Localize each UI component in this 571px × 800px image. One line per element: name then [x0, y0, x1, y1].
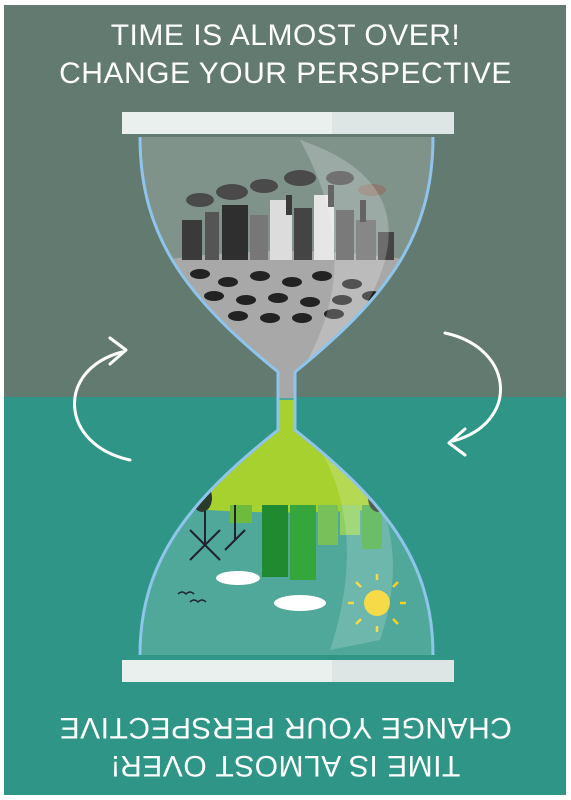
refresh-arrow-icon: [73, 336, 132, 462]
headline-top: TIME IS ALMOST OVER! CHANGE YOUR PERSPEC…: [0, 17, 571, 93]
factory-icon: [182, 185, 394, 260]
polluted-city-sand: [140, 137, 433, 398]
car-icon: [190, 269, 382, 323]
headline-top-line2: CHANGE YOUR PERSPECTIVE: [59, 57, 512, 90]
sun-icon: [348, 574, 406, 632]
refresh-arrow-icon: [443, 331, 502, 457]
windmill-icon: [189, 505, 246, 561]
hourglass-glass-outline: [138, 136, 435, 656]
hourglass-bottom-cap: [122, 660, 454, 682]
headline-bottom-inverted: TIME IS ALMOST OVER! CHANGE YOUR PERSPEC…: [0, 708, 571, 784]
headline-top-line1: TIME IS ALMOST OVER!: [110, 19, 461, 52]
green-buildings: [230, 505, 382, 580]
headline-bottom-line1: TIME IS ALMOST OVER!: [110, 749, 461, 782]
birds: [177, 591, 207, 604]
headline-bottom-line2: CHANGE YOUR PERSPECTIVE: [59, 711, 512, 744]
smoke-clouds: [186, 170, 386, 207]
cloud-icon: [216, 571, 326, 611]
hourglass-top-cap: [122, 112, 454, 134]
